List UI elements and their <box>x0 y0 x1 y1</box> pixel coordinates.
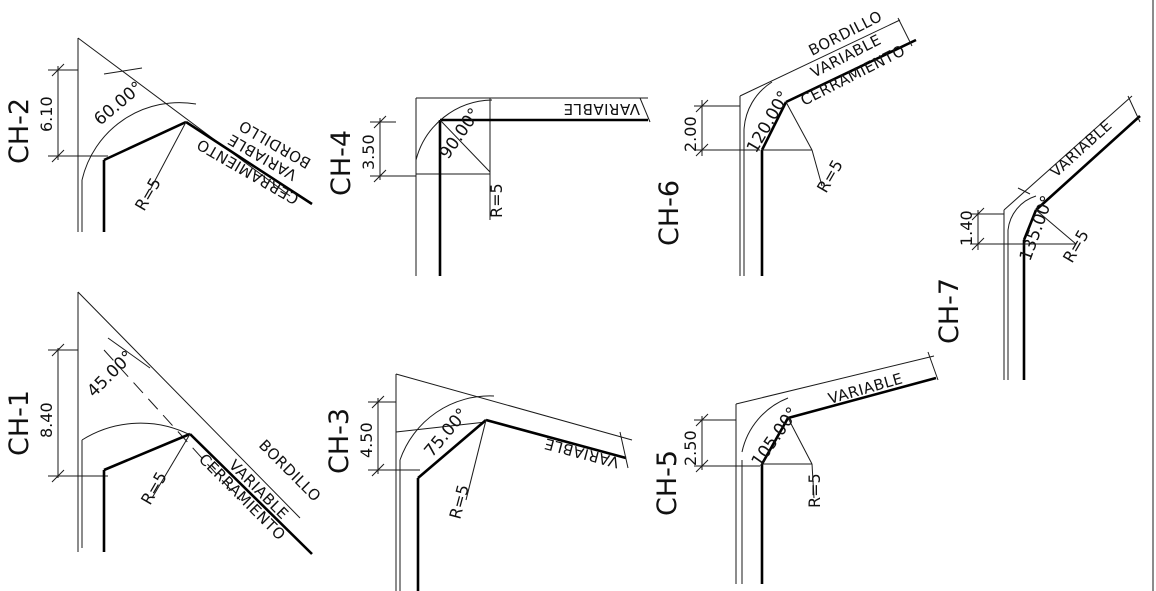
ch-5-angle: 105.00° <box>748 404 803 471</box>
detail-ch-1: CH-1 8.40 45.00° R=5 BORDILLO VARIABLE C… <box>4 291 325 555</box>
ch-6-radius: R=5 <box>813 156 847 196</box>
ch-3-radius: R=5 <box>446 483 473 521</box>
ch-1-label: CH-1 <box>4 390 35 456</box>
ch-5-radius: R=5 <box>805 473 824 508</box>
detail-ch-7: CH-7 1.40 135.00° R=5 VARIABLE <box>934 95 1141 380</box>
ch-3-dimension: 4.50 <box>357 395 420 477</box>
ch-5-dim-text: 2.50 <box>681 430 700 466</box>
detail-ch-4: CH-4 3.50 90.00° R=5 VARIABLE <box>326 97 651 276</box>
ch-5-dimension: 2.50 <box>681 413 760 473</box>
ch-1-angle: 45.00° <box>83 347 138 402</box>
ch-2-angle: 60.00° <box>90 78 147 130</box>
ch-4-angle: 90.00° <box>436 105 485 163</box>
ch-4-layer-1: VARIABLE <box>563 100 640 118</box>
ch-4-dim-text: 3.50 <box>359 134 378 170</box>
ch-4-label: CH-4 <box>326 130 357 196</box>
ch-4-radius: R=5 <box>487 183 506 218</box>
ch-1-dimension: 8.40 <box>37 343 108 483</box>
ch-6-angle: 120.00° <box>743 88 794 157</box>
detail-ch-2: CH-2 6.10 60.00° R=5 BORDILLO VARIABLE C… <box>4 37 314 232</box>
ch-2-label: CH-2 <box>4 98 35 164</box>
ch-7-dimension: 1.40 <box>957 207 1024 251</box>
ch-3-layer-1: VARIABLE <box>542 434 621 471</box>
detail-ch-5: CH-5 2.50 105.00° R=5 VARIABLE <box>652 351 939 584</box>
ch-3-label: CH-3 <box>324 408 355 474</box>
detail-ch-3: CH-3 4.50 75.00° R=5 VARIABLE <box>324 373 633 591</box>
detail-ch-6: CH-6 2.00 120.00° R=5 BORDILLO VARIABLE … <box>654 7 917 276</box>
ch-5-layer-1: VARIABLE <box>826 369 905 407</box>
ch-1-dim-text: 8.40 <box>37 402 56 438</box>
ch-5-label: CH-5 <box>652 450 683 516</box>
ch-6-dimension: 2.00 <box>681 99 760 157</box>
ch-3-dim-text: 4.50 <box>357 422 376 458</box>
ch-6-label: CH-6 <box>654 180 685 246</box>
ch-4-dimension: 3.50 <box>359 115 416 183</box>
ch-2-radius: R=5 <box>131 174 165 214</box>
ch-2-dim-text: 6.10 <box>37 96 56 132</box>
ch-6-dim-text: 2.00 <box>681 116 700 152</box>
ch-7-dim-text: 1.40 <box>957 210 976 246</box>
ch-7-radius: R=5 <box>1059 226 1093 266</box>
ch-2-dimension: 6.10 <box>37 63 108 163</box>
ch-7-label: CH-7 <box>934 278 965 344</box>
